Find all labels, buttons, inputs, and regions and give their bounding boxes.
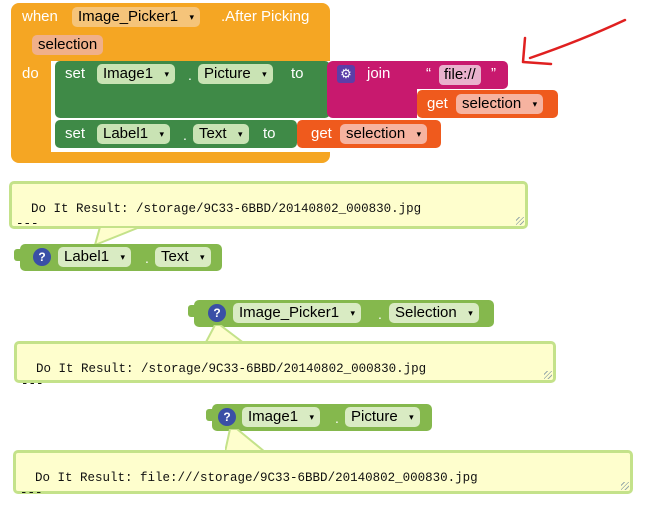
when-label: when: [22, 8, 58, 25]
resize-handle[interactable]: [544, 371, 552, 379]
property-dropdown-label: Picture: [351, 408, 398, 425]
join-label: join: [367, 65, 391, 82]
component-dropdown-image-picker1[interactable]: Image_Picker1 ▾: [72, 7, 201, 27]
text-literal-block[interactable]: “ file:// ”: [417, 61, 508, 89]
chevron-down-icon: ▾: [159, 129, 165, 139]
text-literal-field[interactable]: file://: [439, 65, 481, 85]
component-dropdown-label: Image_Picker1: [239, 304, 340, 321]
gear-icon[interactable]: ⚙: [337, 65, 355, 83]
get-label: get: [311, 125, 332, 142]
property-dropdown-label: Picture: [204, 65, 251, 82]
dot-separator: .: [183, 127, 187, 143]
chevron-down-icon: ▾: [120, 252, 126, 262]
property-dropdown-text[interactable]: Text ▾: [155, 247, 211, 267]
chevron-down-icon: ▾: [532, 99, 538, 109]
open-quote: “: [426, 65, 431, 82]
dot-separator: .: [145, 250, 149, 266]
do-it-result-text: Do It Result: /storage/9C33-6BBD/2014080…: [16, 202, 422, 231]
output-plug: [206, 409, 213, 421]
variable-dropdown-label: selection: [462, 95, 522, 112]
dot-separator: .: [378, 306, 382, 322]
chevron-down-icon: ▾: [409, 412, 414, 422]
chevron-down-icon: ▾: [164, 69, 170, 79]
get-selection-block[interactable]: get selection ▾: [297, 120, 441, 148]
question-icon[interactable]: ?: [218, 408, 236, 426]
do-it-result-comment: Do It Result: file:///storage/9C33-6BBD/…: [13, 450, 633, 500]
variable-dropdown-selection[interactable]: selection ▾: [340, 124, 428, 144]
chevron-down-icon: ▾: [416, 129, 422, 139]
to-label: to: [263, 125, 276, 142]
do-it-result-comment: Do It Result: /storage/9C33-6BBD/2014080…: [9, 181, 528, 231]
property-dropdown-label: Selection: [395, 304, 457, 321]
close-quote: ”: [491, 65, 496, 82]
chevron-down-icon: ▾: [199, 252, 205, 262]
text-literal-value: file://: [444, 66, 476, 83]
to-label: to: [291, 65, 304, 82]
component-dropdown-label: Label1: [103, 125, 149, 142]
property-dropdown-picture[interactable]: Picture ▾: [198, 64, 273, 84]
property-dropdown-text[interactable]: Text ▾: [193, 124, 249, 144]
component-dropdown-image-picker1[interactable]: Image_Picker1 ▾: [233, 303, 362, 323]
chevron-down-icon: ▾: [262, 69, 267, 79]
getter-image-picker1-selection[interactable]: ? Image_Picker1 ▾ . Selection ▾: [188, 300, 494, 327]
param-selection[interactable]: selection: [32, 35, 104, 55]
chevron-down-icon: ▾: [237, 129, 243, 139]
event-name: .After Picking: [221, 8, 310, 25]
getter-label1-text[interactable]: ? Label1 ▾ . Text ▾: [14, 244, 222, 271]
set-label: set: [65, 65, 86, 82]
resize-handle[interactable]: [621, 482, 629, 490]
join-block[interactable]: ⚙ join: [327, 61, 417, 118]
set-image1-picture-block[interactable]: set Image1 ▾ . Picture ▾ to: [55, 61, 330, 118]
component-dropdown-image1[interactable]: Image1 ▾: [242, 407, 321, 427]
get-label: get: [427, 95, 448, 112]
component-dropdown-label1[interactable]: Label1 ▾: [97, 124, 171, 144]
do-it-result-text: Do It Result: file:///storage/9C33-6BBD/…: [20, 471, 478, 500]
do-it-result-text: Do It Result: /storage/9C33-6BBD/2014080…: [21, 362, 427, 391]
output-plug: [14, 249, 21, 261]
property-dropdown-label: Text: [199, 125, 227, 142]
get-selection-block[interactable]: get selection ▾: [417, 90, 558, 118]
param-selection-label: selection: [38, 36, 98, 53]
question-icon[interactable]: ?: [33, 248, 51, 266]
set-label1-text-block[interactable]: set Label1 ▾ . Text ▾ to: [55, 120, 297, 148]
resize-handle[interactable]: [516, 217, 524, 225]
chevron-down-icon: ▾: [189, 12, 195, 22]
comment-pointer: [93, 227, 141, 247]
component-dropdown-label: Label1: [64, 248, 110, 265]
component-dropdown-label: Image1: [103, 65, 154, 82]
variable-dropdown-selection[interactable]: selection ▾: [456, 94, 544, 114]
output-plug: [188, 305, 195, 317]
do-label: do: [22, 65, 39, 82]
dot-separator: .: [188, 67, 192, 83]
question-icon[interactable]: ?: [208, 304, 226, 322]
do-it-result-comment: Do It Result: /storage/9C33-6BBD/2014080…: [14, 341, 556, 391]
annotation-arrow: [521, 18, 627, 66]
component-dropdown-label: Image1: [248, 408, 299, 425]
component-dropdown-label1[interactable]: Label1 ▾: [58, 247, 132, 267]
chevron-down-icon: ▾: [468, 308, 473, 318]
getter-image1-picture[interactable]: ? Image1 ▾ . Picture ▾: [206, 404, 432, 431]
chevron-down-icon: ▾: [309, 412, 315, 422]
component-dropdown-label: Image_Picker1: [78, 8, 179, 25]
dot-separator: .: [335, 410, 339, 426]
chevron-down-icon: ▾: [350, 308, 356, 318]
property-dropdown-picture[interactable]: Picture ▾: [345, 407, 420, 427]
component-dropdown-image1[interactable]: Image1 ▾: [97, 64, 176, 84]
variable-dropdown-label: selection: [346, 125, 406, 142]
set-label: set: [65, 125, 86, 142]
property-dropdown-label: Text: [161, 248, 189, 265]
property-dropdown-selection[interactable]: Selection ▾: [389, 303, 479, 323]
